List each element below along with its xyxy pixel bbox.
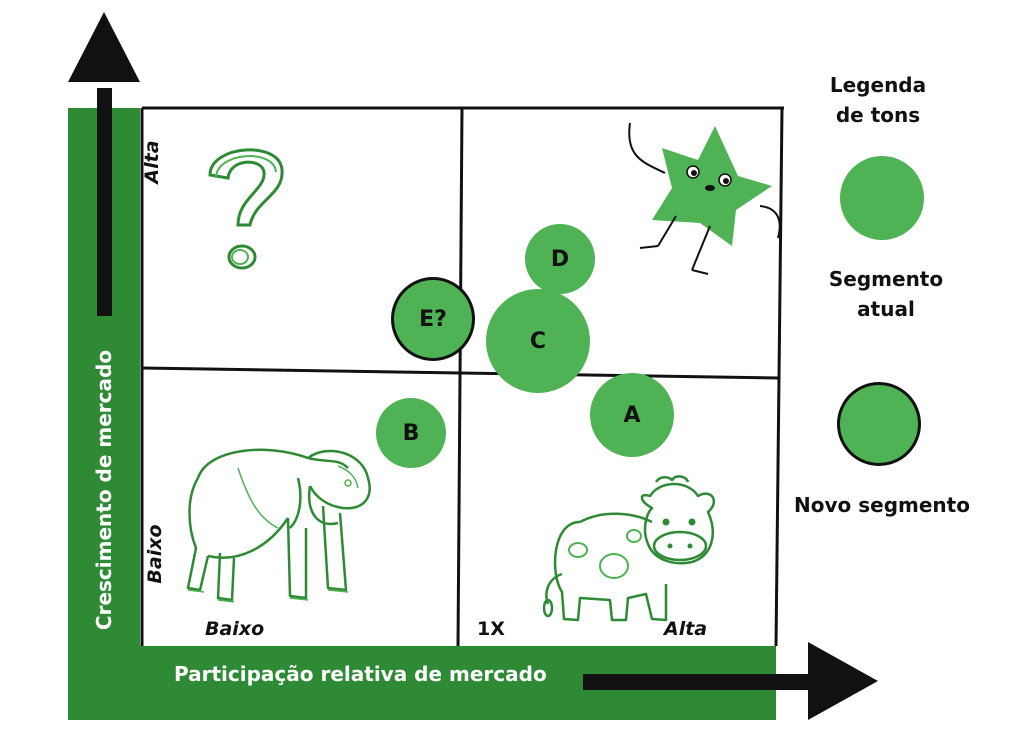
star-character-icon — [628, 122, 781, 275]
legend-title: Legenda de tons — [829, 73, 927, 127]
segment-bubble-e-new: E? — [391, 277, 475, 361]
y-high-label: Alta — [141, 140, 163, 184]
y-axis-arrow-head — [68, 12, 140, 82]
x-mid-label: 1X — [477, 618, 505, 640]
y-low-label: Baixo — [144, 524, 166, 584]
legend-current-swatch — [840, 156, 924, 240]
question-mark-icon — [208, 148, 284, 270]
segment-bubble-c: C — [486, 289, 590, 393]
segment-bubble-a: A — [590, 373, 674, 457]
segment-bubble-b: B — [376, 398, 446, 468]
x-low-label: Baixo — [205, 618, 265, 640]
y-axis-label: Crescimento de mercado — [92, 349, 116, 631]
legend-new-label: Novo segmento — [794, 493, 970, 517]
legend-current-label: Segmento atual — [828, 267, 944, 321]
cow-icon — [542, 475, 716, 622]
x-axis-arrow-shaft — [583, 674, 813, 690]
legend-new-swatch — [837, 382, 921, 466]
x-axis-label: Participação relativa de mercado — [174, 662, 547, 686]
bulldog-icon — [186, 448, 371, 603]
x-high-label: Alta — [664, 618, 708, 640]
y-axis-arrow-shaft — [97, 88, 112, 316]
segment-bubble-d: D — [525, 224, 595, 294]
x-axis-arrow-head — [808, 642, 878, 720]
